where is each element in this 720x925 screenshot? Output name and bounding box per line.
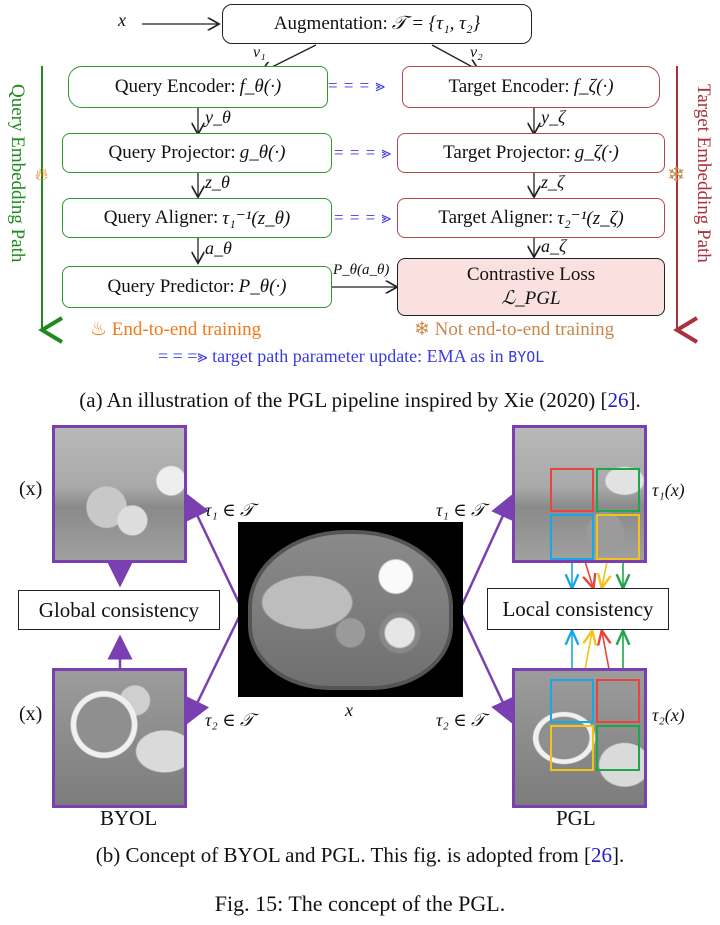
citation-link[interactable]: 26 [590,843,612,867]
byol-view1-image [52,425,187,563]
ema-arrow-aligner: = = = ⪢ [334,208,393,227]
figure-caption: Fig. 15: The concept of the PGL. [214,891,506,916]
ema-arrow-projector: = = = ⪢ [334,143,393,162]
a-zeta-label: a_ζ [541,236,567,256]
pgl-tau2-label: τ₂ ∈ 𝒯 [436,710,485,730]
contrastive-loss-box: Contrastive Loss ℒ_PGL [397,258,665,316]
input-image-label: x [345,700,353,720]
legend-text: Not end-to-end training [434,319,615,340]
caption-a: (a) An illustration of the PGL pipeline … [0,388,720,413]
tau1-left-arrow [186,493,242,606]
tau2-right-arrow [460,614,514,725]
loss-title: Contrastive Loss [466,264,596,286]
box-label: Query Aligner: [103,207,219,228]
input-label: x [118,10,126,30]
y-theta-label: y_θ [205,107,231,127]
legend-end-to-end: ♨ End-to-end training [90,318,261,341]
view2-arrow [431,44,478,70]
snowflake-icon: ❄ [414,319,430,340]
query-encoder-box: Query Encoder: f_θ(·) [68,66,328,108]
pgl-view1-label: τ₁(x) [652,480,685,500]
caption-text: (a) An illustration of the PGL pipeline … [79,388,608,412]
flame-icon: ♨ [90,319,108,340]
patch-yellow [550,725,594,771]
query-predictor-box: Query Predictor: P_θ(·) [62,266,332,308]
box-math: g_ζ(·) [574,142,619,163]
legend-text: End-to-end training [111,319,262,340]
query-projector-box: Query Projector: g_θ(·) [62,133,332,173]
patch-green [596,468,640,512]
global-consistency-box: Global consistency [18,590,220,630]
query-aligner-box: Query Aligner: τ₁⁻¹(z_θ) [62,198,332,238]
byol-tau2-label: τ₂ ∈ 𝒯 [205,710,254,730]
view2-label: v₂ [470,44,483,61]
box-math: g_θ(·) [239,142,286,163]
box-math: f_ζ(·) [573,76,614,97]
caption-end: ]. [628,388,641,412]
pgl-method-label: PGL [556,806,596,830]
ema-arrow-encoder: = = = ⪢ [328,76,387,95]
snowflake-icon: ❄ [667,162,686,187]
ema-arrow-icon: = = =⪢ [158,346,208,366]
box-label: Target Aligner: [438,207,554,228]
box-label: Target Encoder: [448,76,570,97]
tau1-right-arrow [460,493,514,606]
pgl-view2-label: τ₂(x) [652,705,685,725]
a-theta-label: a_θ [205,238,232,258]
box-math: f_θ(·) [239,76,282,97]
box-label: Query Projector: [108,142,236,163]
byol-tau1-label: τ₁ ∈ 𝒯 [205,500,254,520]
ct-body [248,530,453,690]
byol-view1-label: (x) [19,478,43,500]
legend-method: BYOL [508,348,545,366]
legend-ema: = = =⪢ target path parameter update: EMA… [158,346,544,367]
prediction-label: P_θ(a_θ) [333,262,390,278]
box-math: P_θ(·) [238,276,287,297]
loss-symbol: ℒ_PGL [501,288,561,309]
tau2-left-arrow [186,614,242,725]
view1-label: v₁ [253,44,266,61]
patch-green [596,725,640,771]
augmentation-math: 𝒯 = {τ₁, τ₂} [391,13,481,34]
patch-yellow [596,514,640,560]
patch-red [596,679,640,723]
ct-scan-image [238,522,463,697]
target-projector-box: Target Projector: g_ζ(·) [397,133,665,173]
target-encoder-box: Target Encoder: f_ζ(·) [402,66,660,108]
y-zeta-label: y_ζ [541,107,566,127]
box-math: τ₂⁻¹(z_ζ) [557,207,624,229]
byol-method-label: BYOL [100,806,158,830]
legend-not-end-to-end: ❄ Not end-to-end training [414,318,614,341]
legend-text: target path parameter update: EMA as in [212,346,509,366]
box-label: Target Projector: [443,142,571,163]
box-label: Query Predictor: [107,276,235,297]
box-label: Query Encoder: [114,76,236,97]
pgl-tau1-label: τ₁ ∈ 𝒯 [436,500,485,520]
caption-text: (b) Concept of BYOL and PGL. This fig. i… [95,843,591,867]
patch-red [550,468,594,512]
z-theta-label: z_θ [205,172,230,192]
caption-b: (b) Concept of BYOL and PGL. This fig. i… [0,843,720,868]
target-aligner-box: Target Aligner: τ₂⁻¹(z_ζ) [397,198,665,238]
pgl-view2-image [512,668,647,808]
citation-link[interactable]: 26 [607,388,629,412]
byol-view2-label: (x) [19,703,43,725]
augmentation-text: Augmentation: [273,13,388,34]
local-consistency-box: Local consistency [487,588,669,630]
z-zeta-label: z_ζ [541,172,565,192]
byol-view2-image [52,668,187,808]
flame-icon: 🔥︎ [35,164,49,184]
box-math: τ₁⁻¹(z_θ) [222,207,291,229]
caption-end: ]. [611,843,625,867]
augmentation-box: Augmentation: 𝒯 = {τ₁, τ₂} [222,4,532,44]
patch-blue [550,514,594,560]
pgl-view1-image [512,425,647,563]
patch-blue [550,679,594,723]
